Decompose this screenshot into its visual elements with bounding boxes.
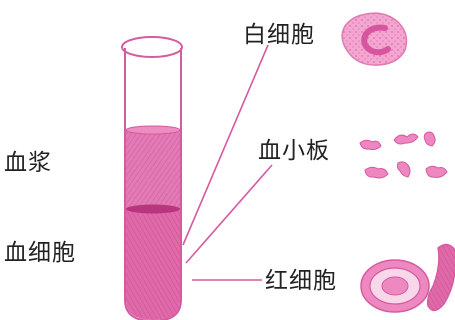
platelet — [365, 167, 388, 178]
label-white-blood-cell: 白细胞 — [243, 15, 315, 49]
platelets-illustration — [360, 132, 447, 178]
label-plasma: 血浆 — [4, 143, 52, 177]
plasma-surface — [126, 126, 180, 134]
label-platelet: 血小板 — [258, 131, 330, 165]
plasma-layer — [126, 126, 180, 209]
red-blood-cell-side — [428, 244, 455, 310]
white-blood-cell-illustration — [342, 13, 406, 65]
layer-boundary — [126, 205, 180, 214]
platelet — [360, 140, 381, 149]
platelet — [397, 162, 410, 177]
pointer-line-platelet — [186, 165, 272, 263]
test-tube — [122, 37, 182, 320]
white-blood-cell-body — [342, 13, 406, 65]
label-blood-cells: 血细胞 — [4, 233, 76, 267]
label-red-blood-cell: 红细胞 — [265, 261, 337, 295]
platelet — [394, 134, 418, 144]
red-blood-cells-illustration — [361, 244, 455, 312]
red-blood-cell-center — [382, 277, 408, 295]
platelet — [424, 132, 435, 146]
platelet — [426, 166, 447, 177]
pointer-line-wbc — [183, 45, 268, 245]
tube-mouth — [122, 37, 182, 57]
blood-cell-layer — [126, 208, 180, 320]
